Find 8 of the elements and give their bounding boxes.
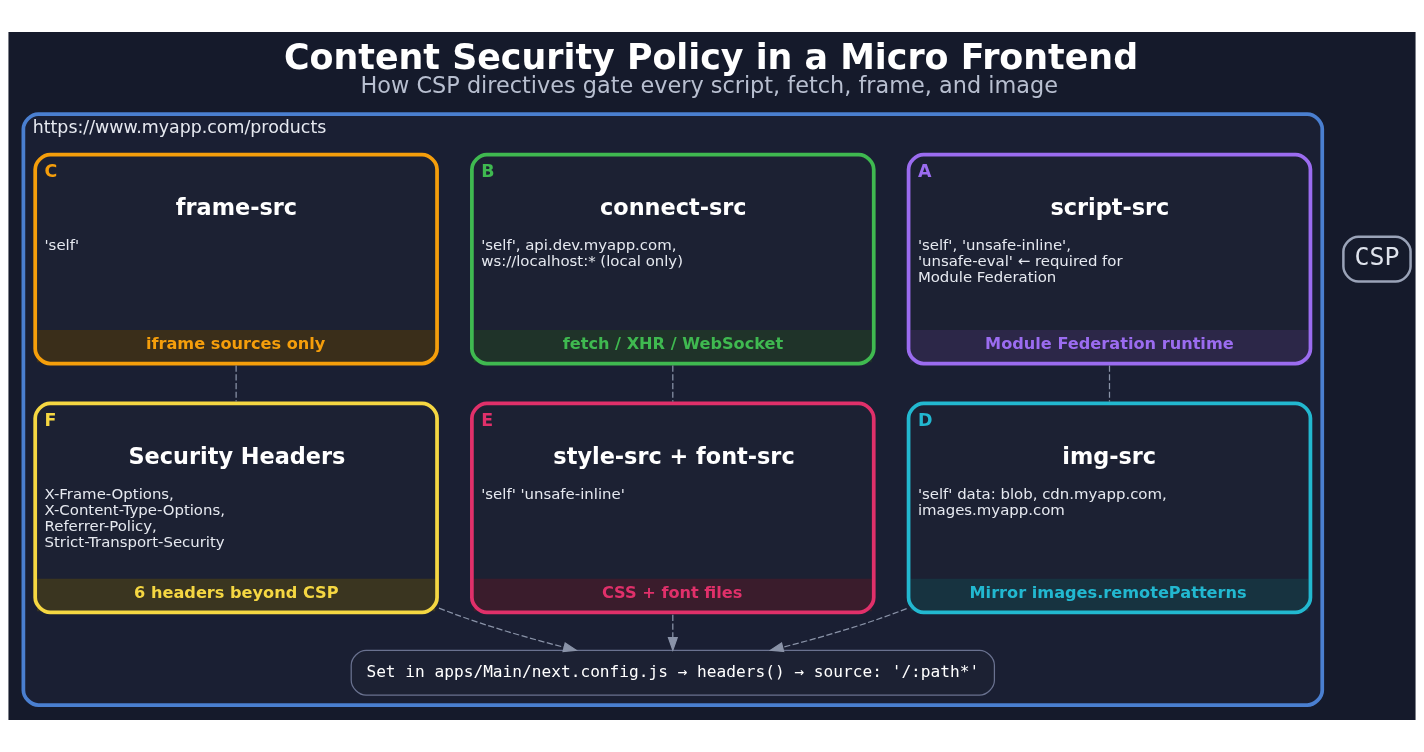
- arrow: [768, 608, 908, 653]
- arrow: [438, 607, 578, 653]
- label: CSP: [1354, 242, 1400, 272]
- node-box: Set in apps/Main/next.config.js → headers() → source: '/:path*': [350, 649, 996, 696]
- arrow: [667, 614, 679, 652]
- connector: [235, 364, 237, 402]
- connector: [1108, 364, 1111, 402]
- connector: [672, 364, 674, 402]
